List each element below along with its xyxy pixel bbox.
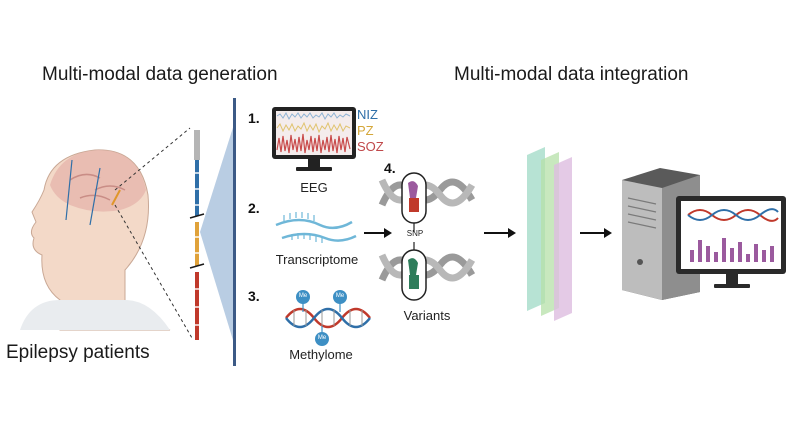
zoom-line-bottom bbox=[114, 204, 193, 339]
patients-label: Epilepsy patients bbox=[6, 342, 150, 363]
computer-monitor-icon bbox=[676, 196, 786, 288]
arrow-icon bbox=[484, 228, 516, 238]
step-number-2: 2. bbox=[248, 200, 260, 216]
methyl-mark-1: Me bbox=[298, 293, 308, 299]
step-number-1: 1. bbox=[248, 110, 260, 126]
integration-title: Multi-modal data integration bbox=[454, 64, 689, 85]
depth-electrode bbox=[189, 130, 205, 340]
generation-title: Multi-modal data generation bbox=[42, 64, 278, 85]
eeg-legend-niz: NIZ bbox=[357, 107, 378, 122]
methyl-mark-2: Me bbox=[335, 293, 345, 299]
variants-label: Variants bbox=[403, 308, 451, 323]
eeg-legend: NIZ PZ SOZ bbox=[357, 107, 384, 155]
methylome-dna-icon bbox=[285, 290, 371, 346]
snp-label: SNP bbox=[406, 229, 424, 238]
zoom-line-top bbox=[114, 127, 191, 191]
eeg-label: EEG bbox=[300, 180, 328, 195]
integration-layers bbox=[527, 147, 572, 321]
eeg-legend-pz: PZ bbox=[357, 123, 374, 138]
transcriptome-label: Transcriptome bbox=[275, 252, 359, 267]
methyl-group-icon bbox=[296, 290, 310, 304]
zoom-wedge bbox=[200, 118, 236, 350]
eeg-monitor-icon bbox=[272, 107, 356, 171]
panel-divider bbox=[233, 98, 236, 366]
methyl-group-icon bbox=[315, 332, 329, 346]
eeg-legend-soz: SOZ bbox=[357, 139, 384, 154]
methyl-mark-3: Me bbox=[317, 335, 327, 341]
arrow-icon bbox=[364, 228, 392, 238]
arrow-icon bbox=[580, 228, 612, 238]
patient-head-icon bbox=[20, 149, 171, 331]
variants-dna-icon bbox=[378, 172, 476, 301]
step-number-3: 3. bbox=[248, 288, 260, 304]
transcriptome-rna-icon bbox=[275, 212, 357, 243]
methyl-group-icon bbox=[333, 290, 347, 304]
methylome-label: Methylome bbox=[289, 347, 353, 362]
step-number-4: 4. bbox=[384, 160, 396, 176]
